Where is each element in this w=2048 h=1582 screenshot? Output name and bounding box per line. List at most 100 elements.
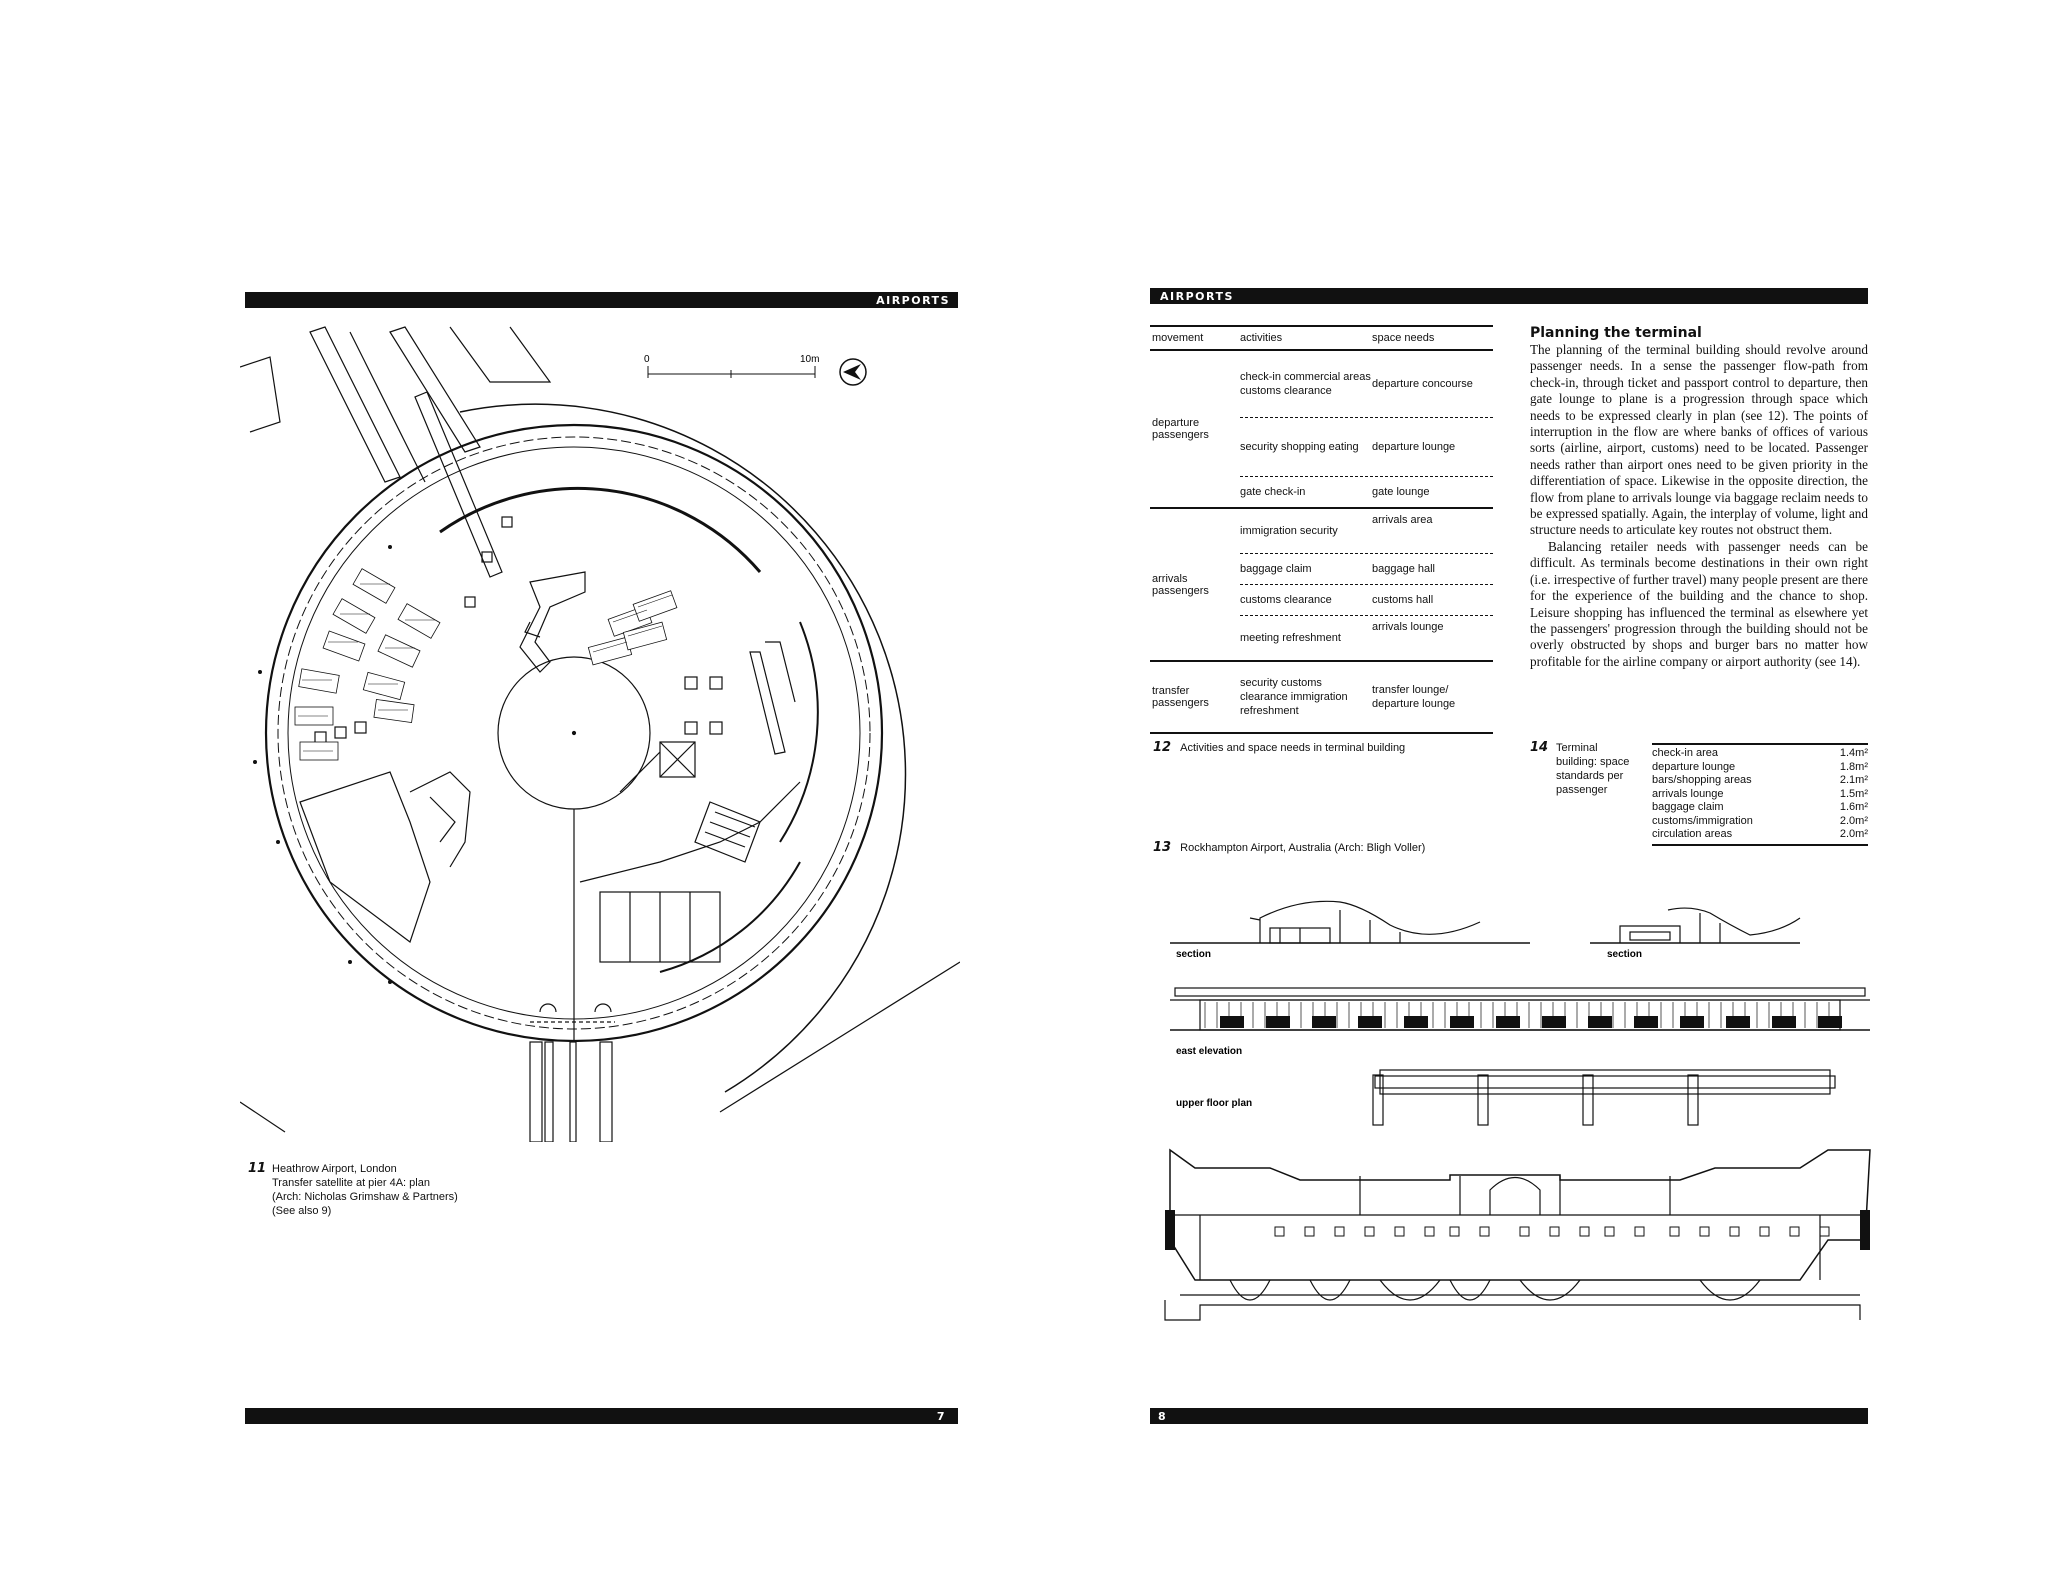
plan-column [1669, 1226, 1680, 1237]
plan-column [1579, 1226, 1590, 1237]
figure-11-line: (Arch: Nicholas Grimshaw & Partners) [272, 1191, 458, 1203]
right-page-number: 8 [1158, 1410, 1168, 1423]
figure-14-text: Terminal building: space standards per p… [1556, 742, 1630, 796]
elevation-window [1542, 1016, 1566, 1028]
activity-cell: security shopping eating [1240, 441, 1359, 453]
table-row: customs/immigration 2.0m² [1652, 815, 1868, 829]
elevation-window [1772, 1016, 1796, 1028]
space-cell: departure concourse [1372, 378, 1473, 390]
heathrow-satellite-plan: 0 10m [239, 322, 961, 1143]
table-row: baggage claim baggage hall [1240, 554, 1493, 585]
elevation-window [1266, 1016, 1290, 1028]
plan-column [1364, 1226, 1375, 1237]
right-header-label: AIRPORTS [1160, 290, 1234, 303]
group-arrivals: arrivals passengers immigration security… [1150, 509, 1493, 662]
activity-cell: immigration security [1240, 525, 1338, 537]
elevation-window [1726, 1016, 1750, 1028]
table-row: security shopping eating departure loung… [1240, 418, 1493, 477]
plan-column [1729, 1226, 1740, 1237]
left-page-number: 7 [936, 1410, 946, 1423]
space-cell: departure lounge [1372, 441, 1456, 453]
plan-column [1479, 1226, 1490, 1237]
plan-column [1394, 1226, 1405, 1237]
plan-column [1304, 1226, 1315, 1237]
elevation-window [1404, 1016, 1428, 1028]
figure-11-line: (See also 9) [272, 1205, 332, 1217]
activities-table: movement activities space needs departur… [1150, 325, 1493, 734]
space-cell: gate lounge [1372, 486, 1430, 498]
std-value: 1.6m² [1839, 801, 1868, 813]
right-header-bar: AIRPORTS [1150, 288, 1868, 304]
table-row: baggage claim 1.6m² [1652, 801, 1868, 815]
elevation-window [1358, 1016, 1382, 1028]
scale-end-label: 10m [800, 354, 819, 365]
std-value: 2.0m² [1839, 814, 1868, 827]
right-footer-bar: 8 [1150, 1408, 1868, 1424]
table-row: customs clearance customs hall [1240, 585, 1493, 616]
figure-12-caption: 12 Activities and space needs in termina… [1153, 741, 1513, 755]
figure-11-line: Heathrow Airport, London [272, 1163, 397, 1175]
elevation-window [1450, 1016, 1474, 1028]
figure-11-caption: 11 Heathrow Airport, London Transfer sat… [248, 1162, 568, 1218]
space-cell: customs hall [1372, 594, 1434, 606]
activities-table-header: movement activities space needs [1150, 325, 1493, 351]
header-movement: movement [1152, 332, 1204, 344]
elevation-window [1220, 1016, 1244, 1028]
activity-cell: gate check-in [1240, 486, 1306, 498]
figure-11-number: 11 [248, 1161, 267, 1176]
figure-12-number: 12 [1153, 740, 1172, 755]
std-value: 1.8m² [1839, 760, 1868, 773]
article-paragraph: The planning of the terminal building sh… [1530, 342, 1868, 538]
table-row: gate check-in gate lounge [1240, 477, 1493, 507]
plan-column [1519, 1226, 1530, 1237]
group-departure: departure passengers check-in commercial… [1150, 351, 1493, 509]
scale-start-label: 0 [644, 354, 650, 365]
figure-11-line: Transfer satellite at pier 4A: plan [272, 1177, 430, 1189]
table-row: meeting refreshment arrivals lounge [1240, 616, 1493, 660]
group-label: arrivals passengers [1152, 572, 1209, 597]
activity-cell: baggage claim [1240, 563, 1312, 575]
std-value: 2.0m² [1839, 828, 1868, 840]
figure-14-number: 14 [1530, 740, 1549, 755]
upper-floor-plan-label: upper floor plan [1176, 1098, 1252, 1109]
table-row: immigration security arrivals area [1240, 509, 1493, 554]
section-left-label: section [1176, 949, 1211, 960]
group-transfer: transfer passengers security customs cle… [1150, 662, 1493, 734]
std-label: circulation areas [1652, 828, 1733, 840]
plan-column [1789, 1226, 1800, 1237]
activity-cell: meeting refreshment [1240, 632, 1341, 644]
elevation-window [1680, 1016, 1704, 1028]
left-footer-bar: 7 [245, 1408, 958, 1424]
figure-14-caption: 14 Terminal building: space standards pe… [1530, 741, 1640, 797]
rockhampton-drawings: section section east elevation upper flo… [1160, 880, 1880, 1390]
plan-column [1699, 1226, 1710, 1237]
plan-column [1274, 1226, 1285, 1237]
plan-column [1819, 1226, 1830, 1237]
table-row: check-in commercial areas customs cleara… [1240, 351, 1493, 418]
elevation-window [1818, 1016, 1842, 1028]
header-space-needs: space needs [1372, 332, 1435, 344]
std-label: baggage claim [1652, 801, 1724, 813]
elevation-window [1312, 1016, 1336, 1028]
std-value: 1.4m² [1839, 747, 1868, 759]
article-title: Planning the terminal [1530, 325, 1702, 341]
std-label: customs/immigration [1652, 814, 1753, 827]
plan-column [1549, 1226, 1560, 1237]
std-value: 1.5m² [1839, 787, 1868, 800]
space-cell: transfer lounge/ departure lounge [1372, 684, 1456, 710]
section-right-label: section [1607, 949, 1642, 960]
header-activities: activities [1240, 332, 1283, 344]
left-header-bar: AIRPORTS [245, 292, 958, 308]
elevation-window [1634, 1016, 1658, 1028]
plan-column [1334, 1226, 1345, 1237]
std-label: check-in area [1652, 747, 1719, 759]
elevation-window [1588, 1016, 1612, 1028]
elevation-window [1496, 1016, 1520, 1028]
std-label: bars/shopping areas [1652, 774, 1752, 786]
figure-13-caption: 13 Rockhampton Airport, Australia (Arch:… [1153, 841, 1513, 855]
plan-column [1424, 1226, 1435, 1237]
group-label: departure passengers [1152, 417, 1209, 441]
